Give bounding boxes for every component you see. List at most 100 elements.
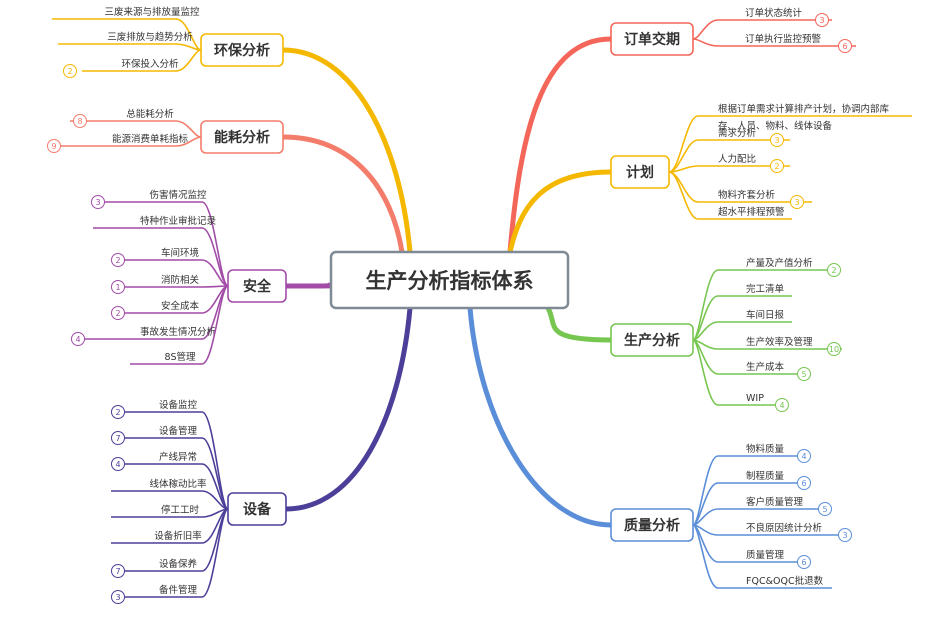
leaf-connector [692, 269, 838, 341]
count-badge [47, 139, 61, 153]
count-badge [838, 528, 852, 542]
leaf-label: 消防相关 [161, 274, 200, 286]
count-badge [797, 449, 811, 463]
count-badge-value: 4 [115, 460, 120, 469]
leaf-jihua[interactable]: 需求分析 3 [668, 127, 790, 173]
count-badge [797, 367, 811, 381]
leaf-huanbao[interactable]: 三废排放与趋势分析 [58, 31, 202, 51]
branch-connector-shengchan [545, 305, 614, 343]
leaf-label: 需求分析 [718, 127, 757, 139]
count-badge-value: 10 [829, 345, 839, 354]
leaf-shebei[interactable]: 停工工时 [111, 504, 229, 518]
leaf-connector [668, 139, 790, 173]
count-badge-value: 4 [779, 401, 784, 410]
count-badge-value: 6 [842, 42, 847, 51]
leaf-connector [118, 285, 229, 288]
leaf-huanbao[interactable]: 三废来源与排放量监控 [52, 6, 202, 51]
branch-nenghao[interactable]: 能耗分析 [200, 120, 284, 154]
leaf-connector [692, 508, 830, 526]
root-frame [329, 250, 570, 310]
count-badge-value: 3 [115, 593, 120, 602]
branch-shengchan[interactable]: 生产分析 [610, 323, 694, 357]
leaf-connector [668, 165, 790, 173]
leaf-label: 不良原因统计分析 [746, 522, 823, 534]
branch-label: 质量分析 [624, 517, 680, 534]
leaf-zhiliang[interactable]: FQC&OQC批退数 [692, 524, 832, 589]
branch-connector-nenghao [280, 134, 405, 255]
branch-dingdan[interactable]: 订单交期 [610, 22, 694, 56]
count-badge [790, 195, 804, 209]
branch-jihua[interactable]: 计划 [610, 155, 670, 189]
branch-label: 环保分析 [214, 42, 270, 59]
leaf-label: 环保投入分析 [121, 58, 179, 70]
leaf-label: 产线异常 [159, 451, 197, 463]
leaf-jihua[interactable]: 根据订单需求计算排产计划，协调内部库 [668, 103, 912, 173]
branch-connector-huanbao [280, 47, 413, 255]
leaf-label: 设备监控 [159, 399, 198, 411]
branch-shebei[interactable]: 设备 [227, 492, 287, 526]
count-badge [797, 476, 811, 490]
branch-label: 订单交期 [624, 31, 680, 48]
branch-connector-jihua [507, 169, 614, 255]
leaf-shengchan[interactable]: 车间日报 [692, 309, 792, 341]
count-badge [111, 564, 125, 578]
branch-anquan[interactable]: 安全 [227, 269, 287, 303]
branch-label: 能耗分析 [214, 129, 270, 146]
leaf-anquan[interactable]: 8S管理 [130, 285, 229, 365]
count-badge [815, 13, 829, 27]
count-badge-value: 4 [75, 335, 80, 344]
leaf-connector [70, 120, 202, 138]
leaf-label: 物料质量 [746, 443, 785, 455]
count-badge-value: 3 [774, 136, 779, 145]
leaf-label: 线体稼动比率 [149, 478, 207, 490]
leaf-connector [692, 321, 792, 341]
count-badge [91, 195, 105, 209]
leaf-shebei[interactable]: 线体稼动比率 [111, 478, 229, 510]
count-badge [111, 457, 125, 471]
leaf-connector [82, 49, 202, 72]
count-badge-value: 5 [801, 370, 806, 379]
leaf-connector [692, 339, 788, 406]
count-badge-value: 2 [67, 67, 72, 76]
count-badge-value: 4 [801, 452, 806, 461]
count-badge-value: 6 [801, 558, 806, 567]
leaf-label: 总能耗分析 [126, 108, 174, 120]
leaf-label: 订单状态统计 [745, 7, 803, 19]
branch-zhiliang[interactable]: 质量分析 [610, 508, 694, 542]
leaf-nenghao[interactable]: 总能耗分析 8 [70, 108, 202, 138]
count-badge-value: 2 [831, 266, 836, 275]
count-badge [111, 405, 125, 419]
root-node[interactable]: 生产分析指标体系 [329, 250, 570, 310]
count-badge-value: 8 [77, 117, 82, 126]
leaf-label: 完工清单 [746, 283, 785, 295]
count-badge-value: 3 [95, 198, 100, 207]
leaf-label: 设备管理 [159, 425, 198, 437]
leaf-label: 三废来源与排放量监控 [104, 6, 200, 18]
leaf-label: 三废排放与趋势分析 [107, 31, 193, 43]
leaf-label: 根据订单需求计算排产计划，协调内部库 [718, 103, 890, 115]
leaf-jihua[interactable]: 超水平排程预警 [668, 171, 792, 220]
branch-huanbao[interactable]: 环保分析 [200, 33, 284, 67]
count-badge-value: 3 [794, 198, 799, 207]
leaf-huanbao[interactable]: 环保投入分析 2 [63, 49, 202, 78]
leaf-zhiliang[interactable]: 物料质量 4 [692, 443, 811, 526]
